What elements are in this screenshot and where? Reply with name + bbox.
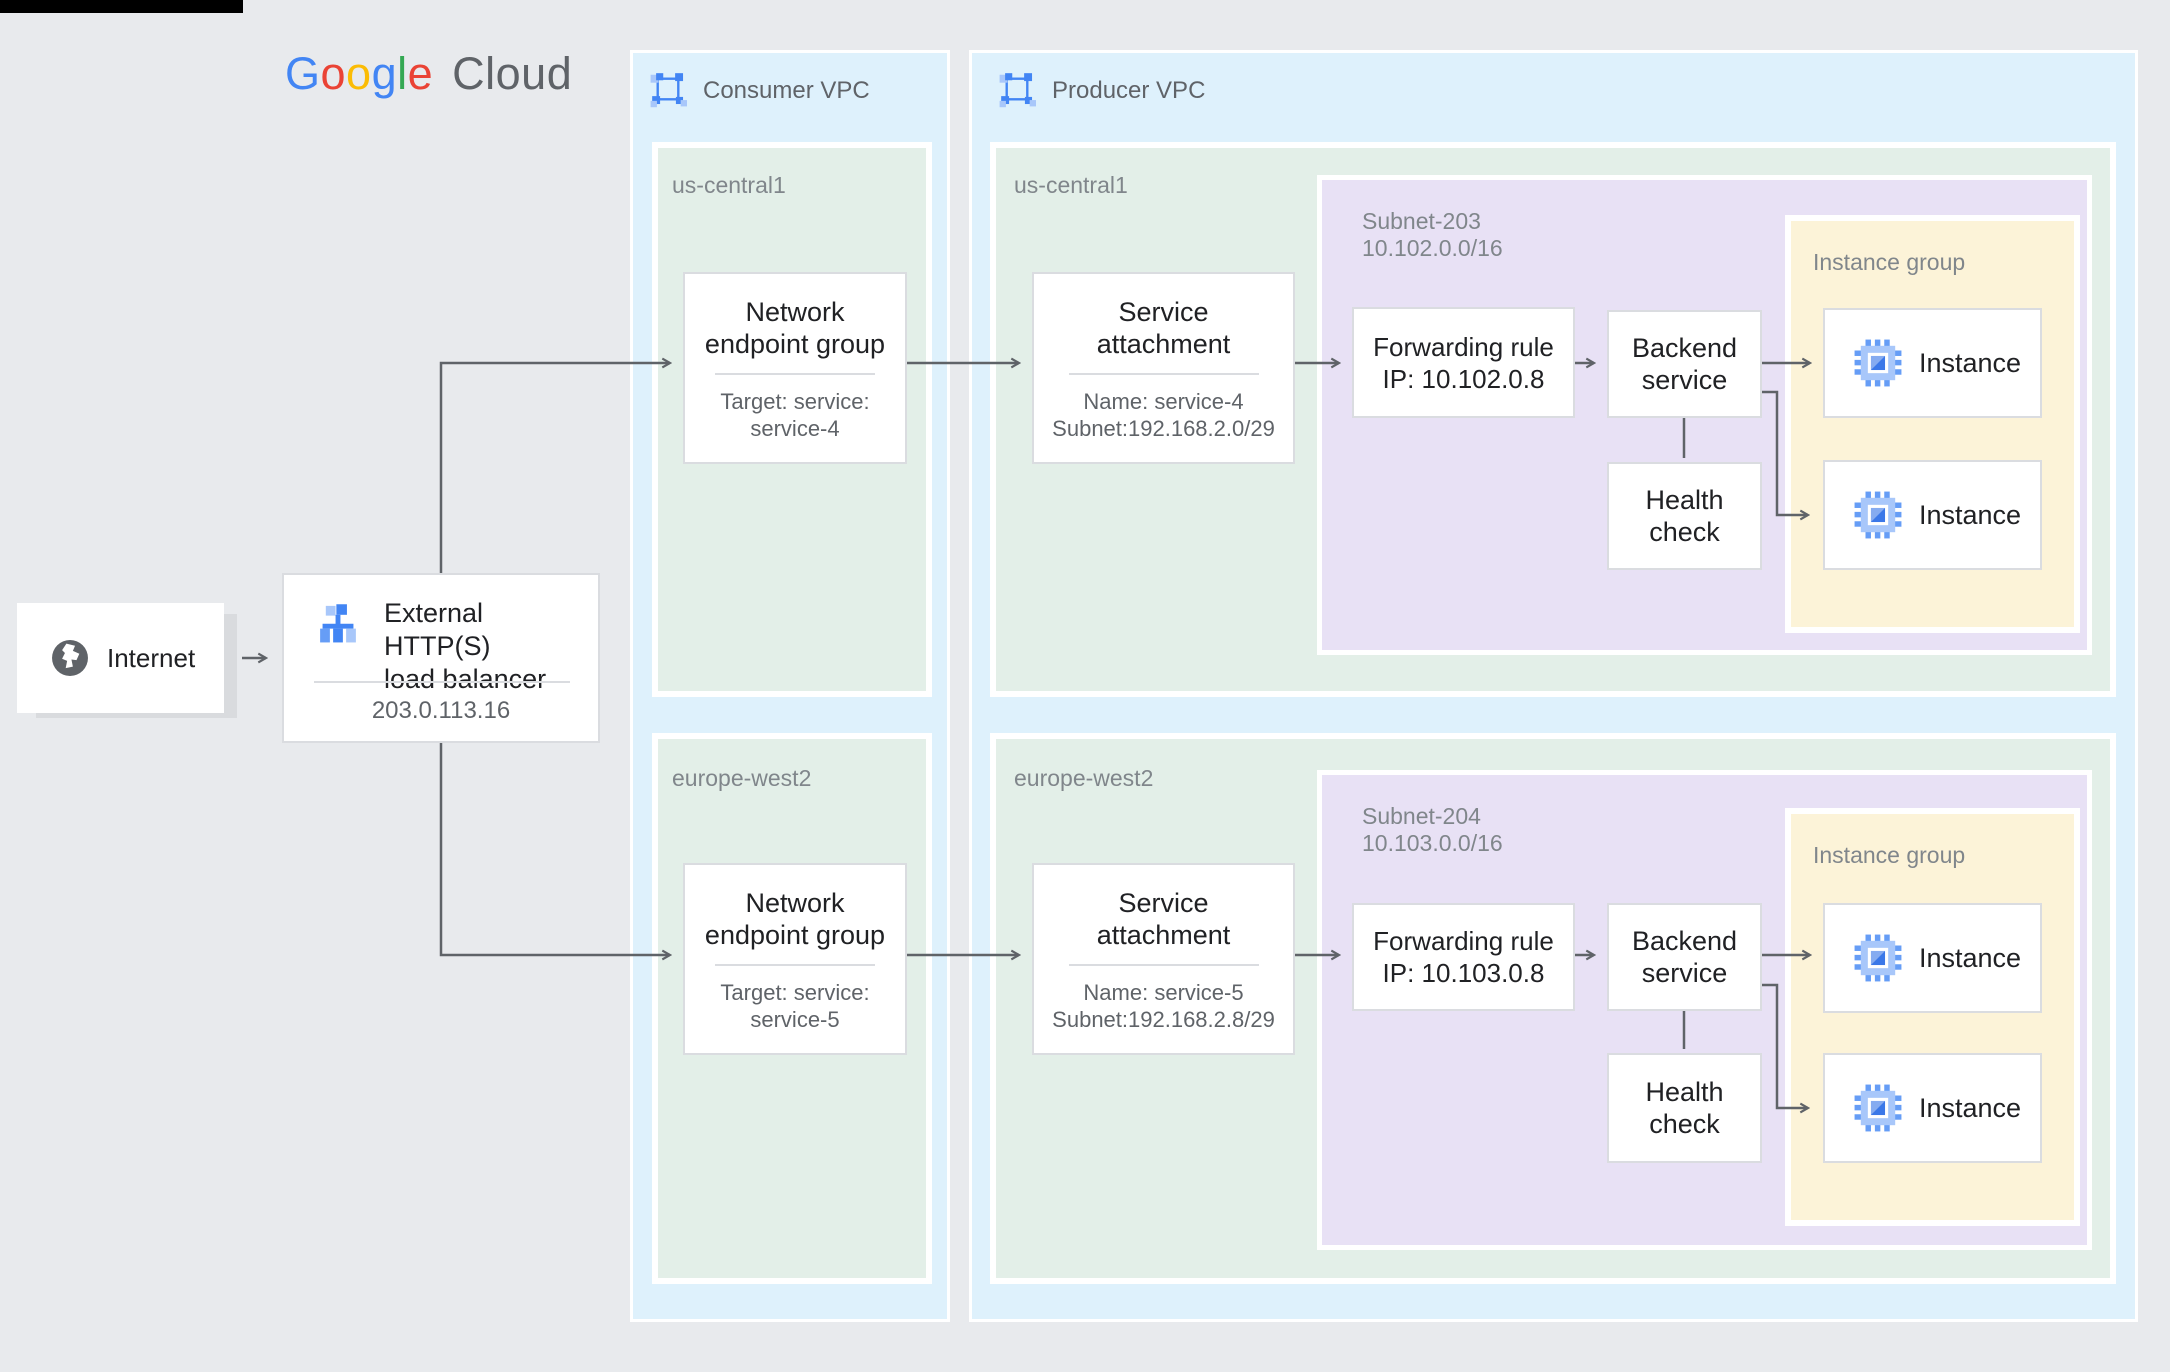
producer-vpc-label: Producer VPC	[1052, 77, 1206, 104]
backend-service-label: service	[1641, 365, 1728, 395]
neg-divider	[715, 964, 875, 966]
health-check-label: Health	[1645, 1077, 1724, 1107]
instance-group-label: Instance group	[1813, 249, 1966, 275]
instance-label: Instance	[1919, 1092, 2022, 1123]
logo-letter: g	[371, 48, 398, 99]
logo-cloud-text: Cloud	[452, 48, 573, 99]
forwarding-rule-title: Forwarding rule	[1373, 926, 1554, 956]
region-label: europe-west2	[672, 765, 812, 791]
service-attachment-title: attachment	[1096, 329, 1231, 359]
subnet-cidr: 10.102.0.0/16	[1362, 235, 1503, 261]
forwarding-rule-ip: IP: 10.103.0.8	[1382, 958, 1545, 988]
instance-node: Instance	[1823, 1053, 2042, 1163]
instance-node: Instance	[1823, 460, 2042, 570]
logo-letter: l	[397, 48, 408, 99]
compute-instance-icon	[1853, 1083, 1903, 1133]
region-label: us-central1	[672, 172, 786, 198]
logo-letter: G	[285, 48, 321, 99]
logo-letter: o	[320, 48, 347, 99]
forwarding-rule-title: Forwarding rule	[1373, 331, 1554, 362]
backend-service-node-2: Backend service	[1607, 903, 1762, 1011]
instance-node: Instance	[1823, 308, 2042, 418]
forwarding-rule-ip: IP: 10.102.0.8	[1382, 363, 1545, 394]
instance-label: Instance	[1919, 499, 2022, 530]
service-attachment-title: Service	[1118, 888, 1209, 918]
logo-letter: e	[407, 48, 434, 99]
load-balancer-icon	[312, 601, 364, 653]
region-label: europe-west2	[1014, 765, 1154, 791]
neg-target: Target: service:	[720, 980, 870, 1005]
health-check-label: check	[1649, 1109, 1720, 1139]
backend-service-label: service	[1641, 958, 1728, 988]
neg-target: service-5	[750, 1007, 840, 1032]
subnet-label: Subnet-204 10.103.0.0/16	[1362, 803, 1503, 857]
service-attachment-divider	[1068, 373, 1259, 375]
backend-service-node-1: Backend service	[1607, 310, 1762, 418]
neg-title: Network	[745, 297, 845, 327]
top-black-bar	[0, 0, 243, 13]
region-label: us-central1	[1014, 172, 1128, 198]
vpc-network-icon	[998, 70, 1036, 108]
neg-divider	[715, 373, 875, 375]
service-attachment-name: Name: service-5	[1083, 980, 1244, 1005]
instance-label: Instance	[1919, 942, 2022, 973]
service-attachment-title: Service	[1118, 297, 1209, 327]
neg-title: Network	[745, 888, 845, 918]
instance-label: Instance	[1919, 347, 2022, 378]
subnet-name: Subnet-204	[1362, 803, 1481, 829]
service-attachment-subnet: Subnet:192.168.2.0/29	[1052, 416, 1275, 441]
globe-icon	[47, 635, 93, 681]
service-attachment-node-2: Service attachment Name: service-5 Subne…	[1032, 863, 1295, 1055]
load-balancer-divider	[314, 681, 570, 683]
subnet-label: Subnet-203 10.102.0.0/16	[1362, 208, 1503, 262]
forwarding-rule-node-2: Forwarding rule IP: 10.103.0.8	[1352, 903, 1575, 1011]
health-check-node-1: Health check	[1607, 462, 1762, 570]
load-balancer-title: External HTTP(S) load balancer	[384, 597, 594, 696]
subnet-cidr: 10.103.0.0/16	[1362, 830, 1503, 856]
neg-node-us-central1: Network endpoint group Target: service: …	[683, 272, 907, 464]
backend-service-label: Backend	[1631, 926, 1738, 956]
internet-label: Internet	[107, 642, 196, 673]
subnet-name: Subnet-203	[1362, 208, 1481, 234]
neg-target: Target: service:	[720, 389, 870, 414]
load-balancer-title-line1: External HTTP(S)	[384, 598, 491, 661]
instance-group-label: Instance group	[1813, 842, 1966, 868]
forwarding-rule-node-1: Forwarding rule IP: 10.102.0.8	[1352, 307, 1575, 418]
vpc-network-icon	[649, 70, 687, 108]
logo-letter: o	[346, 48, 372, 99]
neg-title: endpoint group	[704, 329, 886, 359]
neg-target: service-4	[750, 416, 840, 441]
internet-node: Internet	[17, 603, 224, 713]
health-check-label: Health	[1645, 485, 1724, 515]
service-attachment-divider	[1068, 964, 1259, 966]
service-attachment-subnet: Subnet:192.168.2.8/29	[1052, 1007, 1275, 1032]
service-attachment-title: attachment	[1096, 920, 1231, 950]
compute-instance-icon	[1853, 933, 1903, 983]
instance-group-2: Instance group	[1785, 808, 2080, 1226]
neg-title: endpoint group	[704, 920, 886, 950]
health-check-label: check	[1649, 517, 1720, 547]
google-cloud-logo: Google Cloud	[285, 48, 572, 100]
compute-instance-icon	[1853, 338, 1903, 388]
load-balancer-title-line2: load balancer	[384, 664, 547, 694]
service-attachment-node-1: Service attachment Name: service-4 Subne…	[1032, 272, 1295, 464]
backend-service-label: Backend	[1631, 333, 1738, 363]
health-check-node-2: Health check	[1607, 1053, 1762, 1163]
load-balancer-ip: 203.0.113.16	[371, 697, 511, 724]
neg-node-europe-west2: Network endpoint group Target: service: …	[683, 863, 907, 1055]
instance-node: Instance	[1823, 903, 2042, 1013]
compute-instance-icon	[1853, 490, 1903, 540]
load-balancer-node: External HTTP(S) load balancer 203.0.113…	[282, 573, 600, 743]
service-attachment-name: Name: service-4	[1083, 389, 1244, 414]
consumer-vpc-label: Consumer VPC	[703, 77, 870, 104]
instance-group-1: Instance group	[1785, 215, 2080, 633]
